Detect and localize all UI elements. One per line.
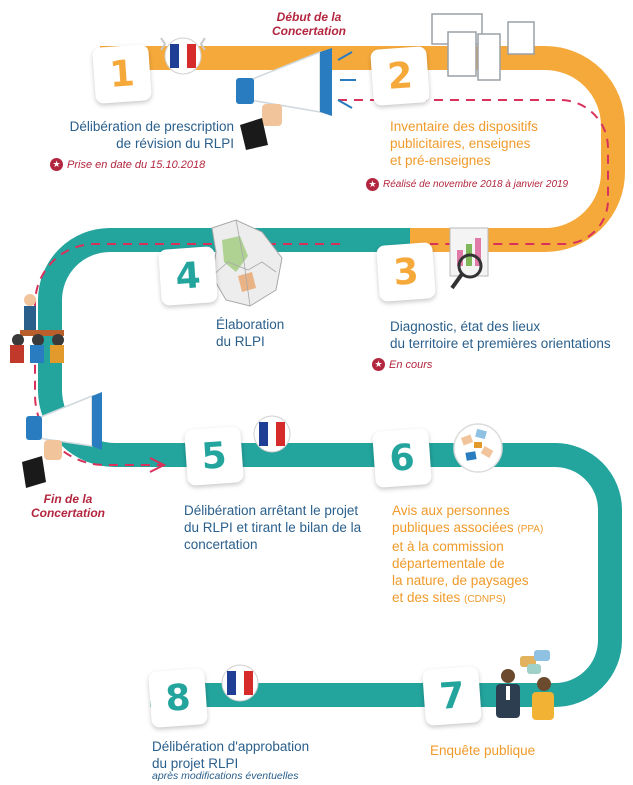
step-6-line-2-main: publiques associées: [392, 520, 514, 535]
concertation-start-line-1: Début de la: [276, 10, 342, 24]
meeting-icon: [10, 294, 64, 363]
concertation-start-line-2: Concertation: [271, 24, 346, 38]
step-6-line-5: la nature, de paysages: [392, 573, 529, 588]
star-badge-icon: ★: [50, 158, 63, 171]
step-5-text: Délibération arrêtant le projet du RLPI …: [184, 502, 384, 553]
discussion-icon: [496, 650, 554, 720]
step-8-text: Délibération d'approbation du projet RLP…: [152, 738, 352, 772]
step-1-line-1: Délibération de prescription: [69, 119, 234, 134]
step-2-line-3: et pré-enseignes: [390, 153, 491, 168]
step-8-note-text: après modifications éventuelles: [152, 770, 299, 782]
step-8-line-2: du projet RLPI: [152, 756, 239, 771]
star-badge-icon: ★: [372, 358, 385, 371]
documents-circle-icon: [453, 423, 503, 473]
step-4-line-2: du RLPI: [216, 334, 265, 349]
step-7-line-1: Enquête publique: [430, 743, 536, 758]
step-6-line-3: et à la commission: [392, 539, 504, 554]
step-7-text: Enquête publique: [430, 742, 535, 759]
step-4-text: Élaboration du RLPI: [216, 316, 284, 350]
french-flag-badge-icon: [253, 415, 291, 453]
step-3-note: ★ En cours: [372, 358, 432, 371]
step-6-line-6-main: et des sites: [392, 590, 461, 605]
step-8-line-1: Délibération d'approbation: [152, 739, 310, 754]
step-6-line-6: et des sites (CDNPS): [392, 589, 592, 608]
teal-path: [38, 228, 622, 707]
step-8-note: après modifications éventuelles: [152, 770, 299, 782]
concertation-end-line-1: Fin de la: [43, 492, 93, 506]
star-badge-icon: ★: [366, 178, 379, 191]
step-4-line-1: Élaboration: [216, 317, 285, 332]
step-6-line-4: départementale de: [392, 556, 505, 571]
step-2-number: 2: [370, 46, 430, 106]
step-2-line-1: Inventaire des dispositifs: [390, 119, 538, 134]
step-6-ppa: (PPA): [517, 524, 544, 535]
step-3-line-2: du territoire et premières orientations: [390, 336, 611, 351]
step-3-number: 3: [376, 242, 436, 302]
step-1-text: Délibération de prescription de révision…: [66, 118, 234, 152]
concertation-start-label: Début de la Concertation: [264, 10, 354, 38]
concertation-end-line-2: Concertation: [30, 506, 105, 520]
step-6-number: 6: [372, 428, 432, 488]
step-6-text: Avis aux personnes publiques associées (…: [392, 502, 592, 608]
concertation-end-label: Fin de la Concertation: [18, 492, 118, 520]
step-3-line-1: Diagnostic, état des lieux: [390, 319, 541, 334]
step-3-text: Diagnostic, état des lieux du territoire…: [390, 318, 626, 352]
step-4-number: 4: [158, 246, 218, 306]
screens-icon: [431, 13, 535, 81]
megaphone-icon: [22, 392, 102, 488]
step-2-note-text: Réalisé de novembre 2018 à janvier 2019: [383, 179, 569, 190]
step-1-note: ★ Prise en date du 15.10.2018: [50, 158, 205, 171]
french-flag-badge-icon: [221, 664, 259, 702]
step-8-number: 8: [148, 668, 208, 728]
step-2-note: ★ Réalisé de novembre 2018 à janvier 201…: [366, 178, 568, 191]
orange-path: [100, 46, 625, 252]
magnifier-document-icon: [449, 227, 489, 290]
step-5-line-3: concertation: [184, 537, 258, 552]
step-6-line-1: Avis aux personnes: [392, 503, 510, 518]
step-2-text: Inventaire des dispositifs publicitaires…: [390, 118, 610, 169]
dashed-route-arrowhead: [149, 457, 167, 473]
step-1-note-text: Prise en date du 15.10.2018: [67, 158, 206, 171]
step-7-number: 7: [422, 666, 482, 726]
step-5-line-2: du RLPI et tirant le bilan de la: [184, 520, 362, 535]
step-1-number: 1: [92, 44, 152, 104]
step-3-note-text: En cours: [389, 358, 433, 371]
french-flag-badge-icon: [160, 37, 206, 75]
step-2-line-2: publicitaires, enseignes: [390, 136, 531, 151]
step-1-line-2: de révision du RLPI: [116, 136, 234, 151]
concertation-dashed-route: [34, 99, 609, 466]
step-6-cdnps: (CDNPS): [464, 594, 506, 605]
map-icon: [211, 219, 283, 307]
step-5-line-1: Délibération arrêtant le projet: [184, 503, 359, 518]
step-6-line-2: publiques associées (PPA): [392, 519, 592, 538]
step-5-number: 5: [184, 426, 244, 486]
megaphone-icon: [236, 48, 356, 150]
